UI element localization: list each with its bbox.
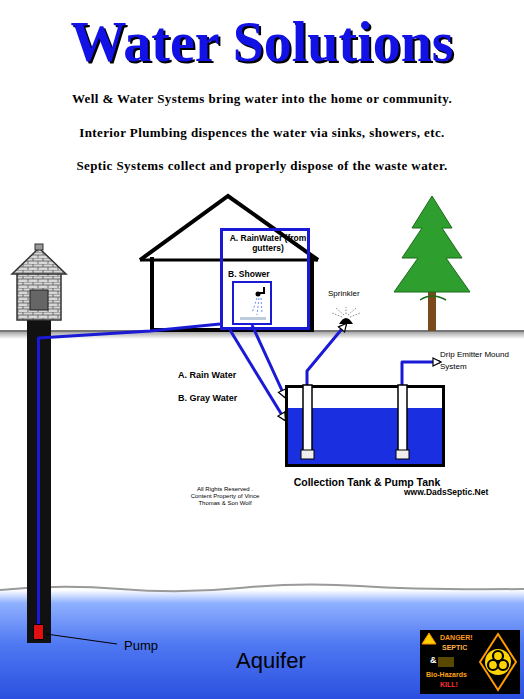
intro-line: Interior Plumbing dispences the water vi… [0, 125, 524, 141]
water-pipe [230, 330, 285, 420]
pipe-label: B. Gray Water [178, 393, 237, 403]
node-text: Aquifer [236, 648, 306, 674]
node-text: DANGER! [440, 634, 473, 641]
house-outline [140, 196, 318, 330]
water-pipe [402, 362, 440, 385]
node-text: SEPTIC [442, 644, 467, 651]
copyright-note: All Rights Reserved . Content Property o… [188, 486, 262, 507]
node-text: B. Shower [228, 269, 270, 279]
water-pipe [307, 324, 346, 385]
node-text: Collection Tank & Pump Tank [274, 476, 460, 488]
tree [394, 196, 470, 331]
node-text: A. RainWater (from gutters) [229, 233, 307, 253]
sprinkler-head [338, 313, 354, 324]
sprinkler: Sprinkler [338, 313, 354, 324]
water-pipe [252, 325, 285, 397]
water-pipe [39, 324, 221, 624]
shower-stall: B. Shower [232, 281, 272, 325]
pump: Pump [33, 624, 44, 640]
tank-pipes [288, 388, 442, 464]
node-text: & [430, 655, 437, 665]
intro-line: Septic Systems collect and properly disp… [0, 158, 524, 174]
warning-logo: DANGER! SEPTIC& Bio-HazardsKILL! [420, 630, 520, 694]
drip-emitter-note: Drip Emitter Mound System [440, 349, 520, 375]
collection-tank: Collection Tank & Pump Tank [285, 385, 445, 467]
node-text: Pump [124, 638, 158, 653]
title: Water Solutions [0, 10, 524, 74]
intro-line: Well & Water Systems bring water into th… [0, 91, 524, 107]
pipe-label: A. Rain Water [178, 370, 236, 380]
pump-leader [46, 634, 117, 644]
well-tower [12, 244, 66, 320]
node-text: Drip Emitter Mound System [440, 349, 520, 373]
aquifer-band [0, 590, 524, 699]
bedrock-line [0, 584, 524, 591]
node-text: Sprinkler [328, 289, 360, 298]
shower-head [234, 283, 270, 323]
website: www.DadsSeptic.Net [404, 487, 488, 497]
node-text: KILL! [440, 681, 458, 688]
house-room: A. RainWater (from gutters) B. Shower [220, 228, 310, 330]
node-text: Bio-Hazards [426, 671, 467, 678]
